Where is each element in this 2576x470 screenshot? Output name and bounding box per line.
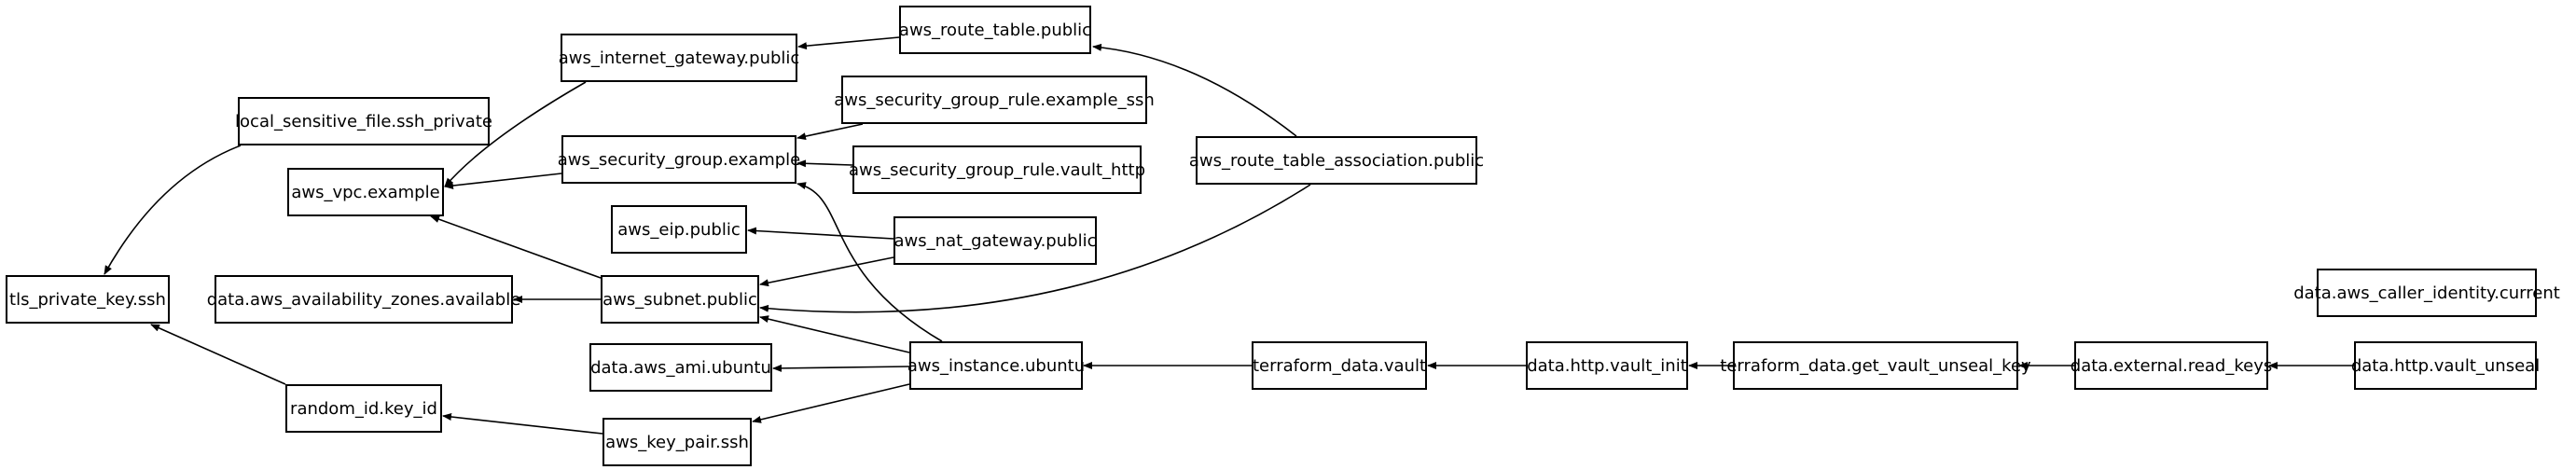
node-label: aws_security_group_rule.vault_http (849, 159, 1145, 180)
node-label: aws_internet_gateway.public (558, 48, 800, 68)
edge-aws_instance-to-data_ami (772, 364, 910, 372)
node-label: aws_eip.public (617, 219, 741, 240)
node-label: data.http.vault_unseal (2350, 355, 2541, 376)
node-label: aws_security_group.example (557, 149, 801, 170)
node-aws-nat-gateway: aws_nat_gateway.public (893, 216, 1097, 265)
edge-aws_rta-to-aws_subnet (759, 184, 1311, 313)
node-data-azs: data.aws_availability_zones.available (207, 275, 520, 324)
node-label: aws_instance.ubuntu (907, 355, 1086, 376)
node-label: tls_private_key.ssh (9, 289, 166, 310)
node-label: data.external.read_keys (2070, 355, 2273, 376)
node-aws-security-group: aws_security_group.example (558, 135, 800, 184)
edge-aws_rta-to-aws_route_table (1092, 43, 1297, 137)
node-aws-vpc: aws_vpc.example (287, 168, 444, 216)
node-label: data.aws_caller_identity.current (2293, 283, 2560, 303)
node-aws-internet-gateway: aws_internet_gateway.public (558, 34, 800, 82)
edge-aws_key_pair-to-random_id (442, 413, 603, 435)
node-label: aws_security_group_rule.example_ssh (834, 90, 1155, 110)
node-data-external-read-keys: data.external.read_keys (2070, 341, 2272, 390)
node-label: terraform_data.get_vault_unseal_key (1720, 355, 2031, 376)
node-aws-key-pair: aws_key_pair.ssh (602, 418, 752, 466)
edge-aws_nat_gateway-to-aws_subnet (759, 256, 894, 287)
node-terraform-data-unseal: terraform_data.get_vault_unseal_key (1720, 341, 2031, 390)
edge-aws_route_table-to-aws_internet_gateway (797, 36, 900, 50)
node-aws-sg-rule-vault: aws_security_group_rule.vault_http (849, 145, 1145, 194)
node-data-ami: data.aws_ami.ubuntu (589, 343, 772, 392)
node-label: aws_key_pair.ssh (605, 432, 749, 452)
node-label: local_sensitive_file.ssh_private (235, 111, 492, 131)
node-label: aws_vpc.example (291, 182, 440, 202)
node-local-sensitive-file: local_sensitive_file.ssh_private (235, 97, 492, 145)
edge-aws_instance-to-aws_security_group (796, 182, 943, 342)
node-random-id: random_id.key_id (285, 384, 442, 433)
node-label: aws_route_table.public (898, 20, 1092, 40)
edge-aws_instance-to-aws_subnet (759, 315, 910, 353)
node-label: terraform_data.vault (1252, 355, 1427, 376)
node-label: data.aws_ami.ubuntu (590, 357, 771, 378)
node-label: data.aws_availability_zones.available (206, 289, 521, 310)
node-data-http-vault-unseal: data.http.vault_unseal (2350, 341, 2541, 390)
node-data-caller-identity: data.aws_caller_identity.current (2293, 269, 2560, 317)
node-aws-subnet: aws_subnet.public (601, 275, 759, 324)
node-aws-route-table: aws_route_table.public (899, 6, 1091, 54)
edge-aws_sg_rule_vault-to-aws_security_group (796, 159, 853, 168)
node-terraform-data-vault: terraform_data.vault (1252, 341, 1427, 390)
node-label: aws_nat_gateway.public (893, 230, 1097, 251)
edge-aws_instance-to-aws_key_pair (752, 383, 910, 423)
node-aws-instance: aws_instance.ubuntu (907, 341, 1086, 390)
edge-random_id-to-tls_private_key (150, 324, 286, 385)
node-aws-rta: aws_route_table_association.public (1189, 136, 1484, 185)
node-label: random_id.key_id (290, 398, 437, 419)
node-label: data.http.vault_init (1527, 355, 1687, 376)
node-label: aws_route_table_association.public (1188, 150, 1485, 171)
edge-aws_nat_gateway-to-aws_eip (747, 227, 894, 240)
edge-aws_sg_rule_ssh-to-aws_security_group (796, 123, 864, 141)
node-data-http-vault-init: data.http.vault_init (1526, 341, 1688, 390)
node-label: aws_subnet.public (602, 289, 757, 310)
node-aws-sg-rule-ssh: aws_security_group_rule.example_ssh (834, 76, 1155, 124)
edge-local_sensitive_file-to-tls_private_key (104, 145, 242, 275)
edge-aws_subnet-to-aws_vpc (430, 215, 602, 279)
node-aws-eip: aws_eip.public (611, 205, 747, 254)
edge-aws_internet_gateway-to-aws_vpc (444, 81, 587, 187)
node-tls-private-key: tls_private_key.ssh (6, 275, 170, 324)
edge-aws_security_group-to-aws_vpc (444, 173, 562, 189)
